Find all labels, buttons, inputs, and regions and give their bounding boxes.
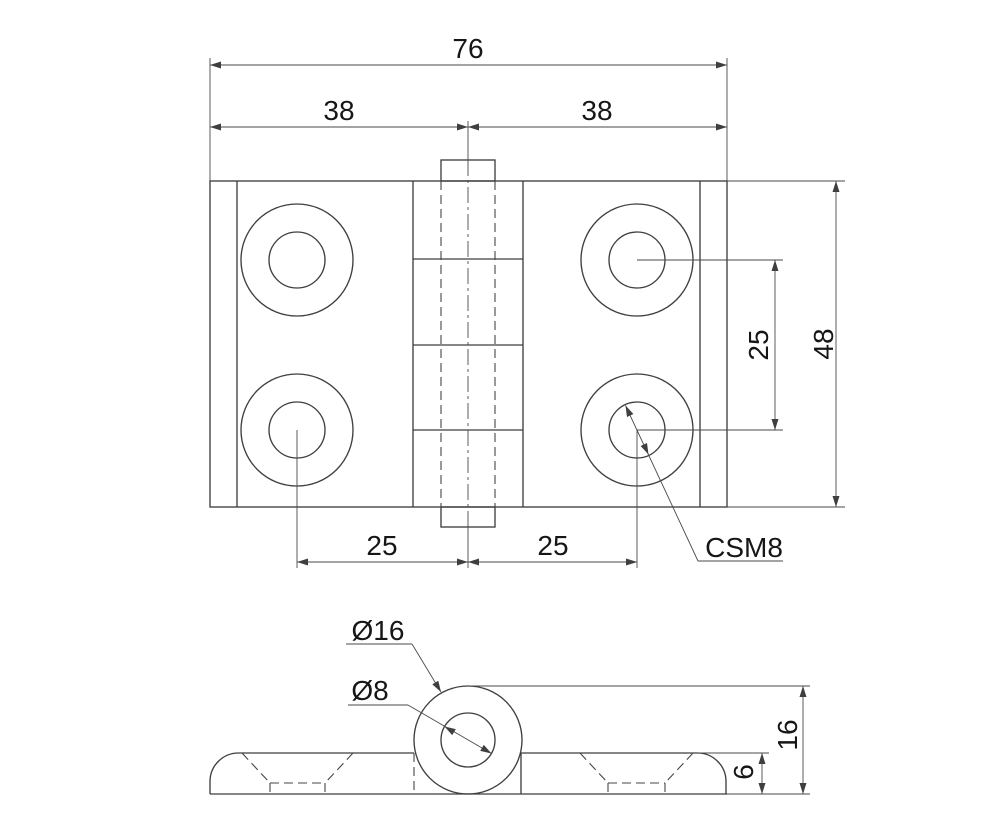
top-view-arrows [210, 61, 840, 566]
dim-total-height: 48 [808, 328, 839, 359]
top-view-outline [209, 159, 728, 528]
dim-right-half: 38 [581, 95, 612, 126]
side-view-hidden [241, 752, 694, 794]
dim-knuckle-height: 16 [772, 719, 803, 750]
side-view-outline [209, 685, 727, 795]
dim-knuckle-diameter: Ø16 [352, 615, 405, 646]
side-view: Ø16 Ø8 16 6 [209, 615, 810, 795]
hole-top-left-countersink [240, 203, 354, 317]
dim-leaf-thickness: 6 [728, 764, 759, 780]
dim-total-width: 76 [452, 33, 483, 64]
dim-pitch-bottom-left: 25 [366, 530, 397, 561]
side-view-arrows [432, 680, 807, 794]
dim-pin-diameter: Ø8 [351, 675, 388, 706]
dim-pitch-vertical: 25 [743, 329, 774, 360]
countersink-callout: CSM8 [705, 532, 783, 563]
hole-top-left [268, 231, 326, 289]
right-end-round [697, 752, 727, 782]
left-end-round [209, 752, 239, 782]
top-view: 76 38 38 25 25 25 48 CSM8 [209, 33, 845, 568]
dim-left-half: 38 [323, 95, 354, 126]
csm8-leader [625, 405, 699, 562]
hidden-pin-lines [440, 181, 496, 507]
top-view-dim-lines [209, 58, 845, 568]
dim-pitch-bottom-right: 25 [537, 530, 568, 561]
pin-circle [440, 712, 496, 768]
